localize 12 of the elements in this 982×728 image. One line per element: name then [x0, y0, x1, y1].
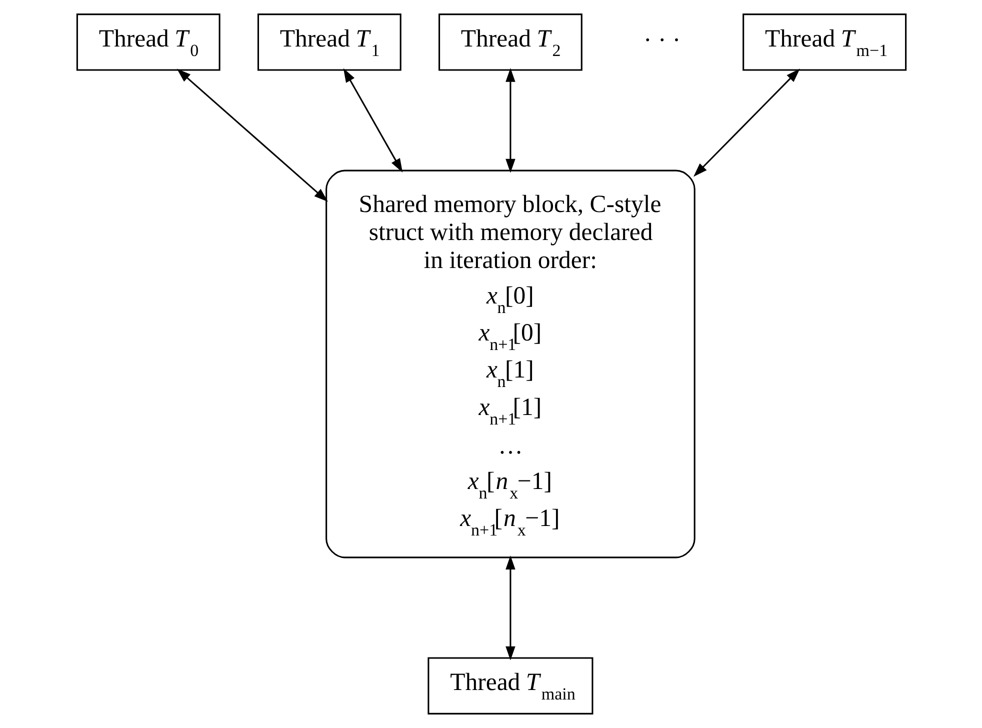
arrow: [505, 556, 515, 660]
node-box: Thread T$_{0}$: [76, 14, 220, 71]
arrow: [342, 68, 402, 173]
node-box: Thread T$_{main}$: [427, 657, 593, 714]
node-box: Thread T$_{2}$: [438, 14, 582, 71]
arrow: [176, 68, 328, 202]
arrow: [693, 68, 800, 177]
arrow: [505, 68, 515, 173]
node-box: Thread T$_{1}$: [256, 14, 401, 71]
label: · · ·: [643, 27, 680, 54]
node-box: Thread T$_{m−1}$: [742, 14, 906, 71]
node-box: Shared memory block, C-style struct with memory declared in iteration order: x$_{n}$[0] x$_{n+1}$[0] x$_{n}$[1] x$_{n+1}$[1] … x$_{n}$[n$_{x}$−1] x$_{n+1}$[n$_{x}$−1]: [325, 170, 695, 558]
